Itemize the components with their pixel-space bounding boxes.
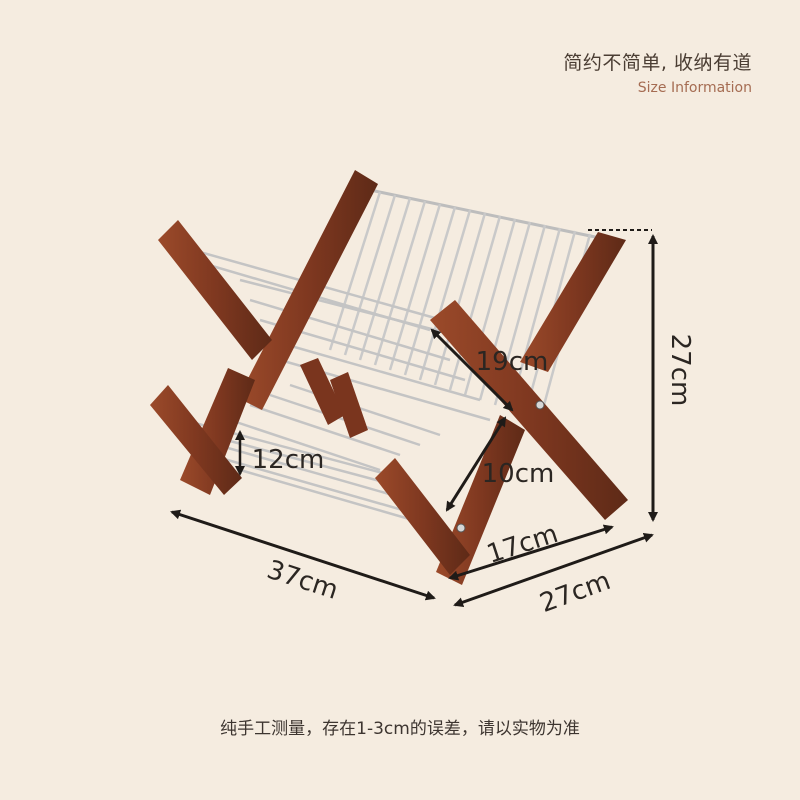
dimension-arrows: [170, 229, 658, 608]
header-subtitle: Size Information: [637, 80, 752, 96]
width-arrow: [170, 509, 436, 601]
lower-wire-panel: [164, 383, 441, 527]
bottom-height-label: 12cm: [252, 445, 325, 475]
plate-length-arrow: [430, 328, 514, 412]
back-wire-panel: [328, 188, 601, 421]
header-title: 简约不简单, 收纳有道: [563, 52, 752, 74]
bottom-length-label: 10cm: [482, 459, 555, 489]
footer-note: 纯手工测量，存在1-3cm的误差，请以实物为准: [220, 719, 580, 739]
bottom-length-arrow: [445, 416, 507, 512]
depth-17-label: 17cm: [483, 519, 561, 570]
plate-length-label: 19cm: [476, 347, 549, 377]
depth-label: 27cm: [536, 566, 615, 619]
wood-frame: [150, 170, 628, 585]
depth-17-arrow: [448, 524, 614, 581]
height-label: 27cm: [665, 334, 695, 407]
header: 简约不简单, 收纳有道 Size Information: [563, 50, 752, 96]
